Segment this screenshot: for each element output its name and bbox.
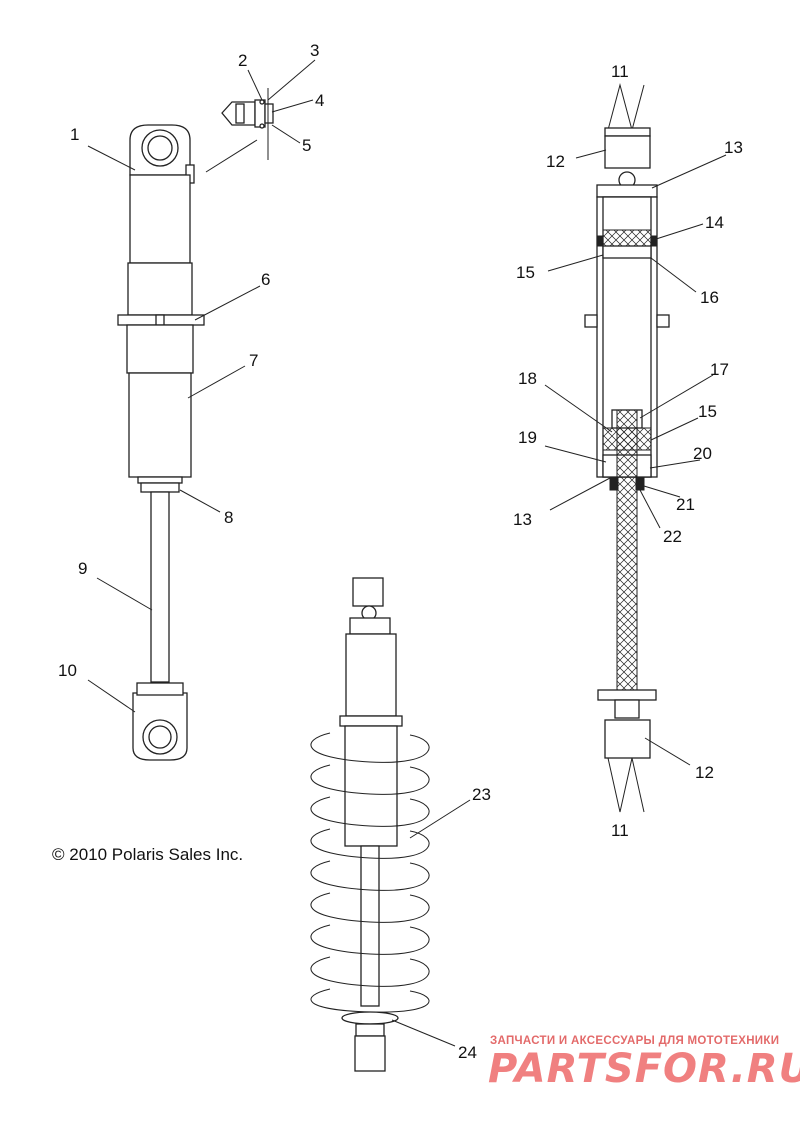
callout-15-top: 15	[516, 263, 535, 282]
callout-13-bottom: 13	[513, 510, 532, 529]
callout-19: 19	[518, 428, 537, 447]
callout-23: 23	[472, 785, 491, 804]
callout-labels: 1 2 3 4 5 6 7 8 9 10 11 12 13 14 15 16 1…	[58, 41, 743, 1062]
callout-7: 7	[249, 351, 258, 370]
callout-2: 2	[238, 51, 247, 70]
callout-8: 8	[224, 508, 233, 527]
callout-20: 20	[693, 444, 712, 463]
callout-3: 3	[310, 41, 319, 60]
leader-lines	[87, 59, 727, 1047]
callout-17: 17	[710, 360, 729, 379]
callout-16: 16	[700, 288, 719, 307]
callout-1: 1	[70, 125, 79, 144]
callout-6: 6	[261, 270, 270, 289]
callout-9: 9	[78, 559, 87, 578]
callout-11-top: 11	[611, 62, 629, 81]
callout-18: 18	[518, 369, 537, 388]
callout-22: 22	[663, 527, 682, 546]
callout-11-bottom: 11	[611, 821, 629, 840]
callout-15-bottom: 15	[698, 402, 717, 421]
coilover-shock-assembly	[310, 577, 430, 1072]
callout-4: 4	[315, 91, 324, 110]
callout-21: 21	[676, 495, 695, 514]
callout-24: 24	[458, 1043, 477, 1062]
callout-13-top: 13	[724, 138, 743, 157]
callout-10: 10	[58, 661, 77, 680]
copyright-notice: © 2010 Polaris Sales Inc.	[52, 845, 244, 864]
callout-14: 14	[705, 213, 724, 232]
watermark-tagline: ЗАПЧАСТИ И АКСЕССУАРЫ ДЛЯ МОТОТЕХНИКИ	[490, 1035, 780, 1047]
bleed-fitting-parts	[221, 88, 274, 160]
callout-12-bottom: 12	[695, 763, 714, 782]
watermark-logo: PARTSFOR.RU	[488, 1046, 800, 1092]
left-shock-assembly	[117, 124, 205, 761]
right-shock-cross-section	[584, 83, 670, 813]
callout-12-top: 12	[546, 152, 565, 171]
callout-5: 5	[302, 136, 311, 155]
